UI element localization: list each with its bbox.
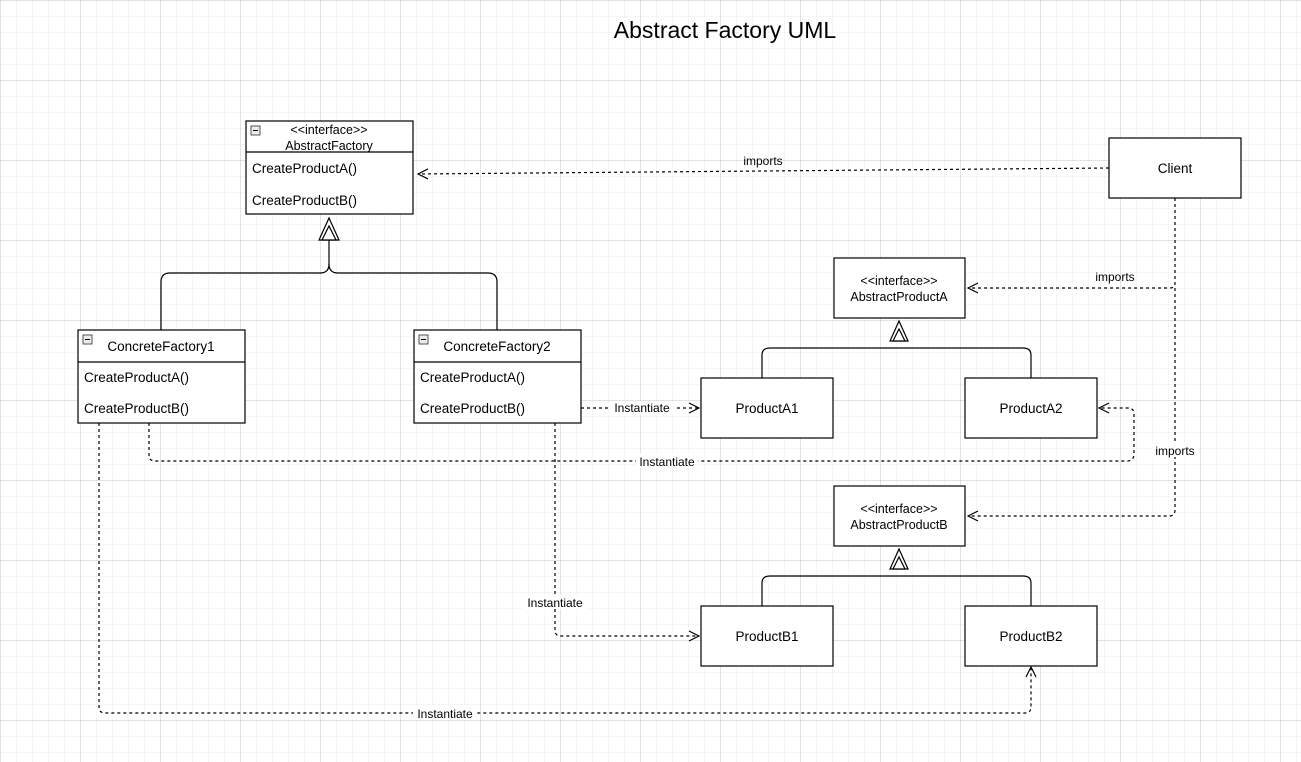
class-abstract-product-b[interactable]: <<interface>> AbstractProductB	[833, 485, 966, 547]
inherit-arrowhead-product-a-inner	[892, 327, 906, 342]
class-client[interactable]: Client	[1108, 137, 1242, 199]
concrete-factory2-method-a[interactable]: CreateProductA()	[420, 370, 525, 385]
diagram-title: Abstract Factory UML	[614, 17, 837, 43]
class-product-a1[interactable]: ProductA1	[700, 377, 834, 439]
class-product-b2[interactable]: ProductB2	[964, 605, 1098, 667]
label-client-imports-product-a: imports	[1095, 270, 1134, 284]
abstract-product-a-stereotype: <<interface>>	[860, 274, 937, 288]
label-cf2-instantiate-b1: Instantiate	[527, 596, 583, 610]
inherit-edge-b2	[900, 575, 1032, 606]
concrete-factory1-method-a[interactable]: CreateProductA()	[84, 370, 189, 385]
inherit-edge-cf1	[160, 240, 330, 330]
class-abstract-factory[interactable]: <<interface>> AbstractFactory CreateProd…	[245, 120, 414, 215]
inherit-arrowhead-product-b-inner	[892, 555, 906, 570]
collapse-icon[interactable]	[82, 334, 93, 345]
product-a2-name: ProductA2	[999, 401, 1062, 416]
edge-client-imports-product-a	[968, 198, 1176, 288]
edge-cf2-instantiate-b1	[554, 423, 699, 636]
product-b1-name: ProductB1	[735, 629, 798, 644]
class-product-a2[interactable]: ProductA2	[964, 377, 1098, 439]
abstract-product-a-name: AbstractProductA	[850, 290, 948, 304]
abstract-product-b-stereotype: <<interface>>	[860, 502, 937, 516]
inherit-edge-b1	[761, 575, 900, 606]
label-client-imports-factory: imports	[743, 154, 782, 168]
class-concrete-factory2[interactable]: ConcreteFactory2 CreateProductA() Create…	[413, 329, 582, 424]
abstract-factory-method-b[interactable]: CreateProductB()	[252, 193, 357, 208]
product-b2-name: ProductB2	[999, 629, 1062, 644]
abstract-factory-method-a[interactable]: CreateProductA()	[252, 161, 357, 176]
inherit-edge-a2	[900, 347, 1032, 378]
collapse-icon[interactable]	[418, 334, 429, 345]
label-client-imports-product-b: imports	[1155, 444, 1194, 458]
concrete-factory2-method-b[interactable]: CreateProductB()	[420, 401, 525, 416]
abstract-factory-stereotype: <<interface>>	[290, 123, 367, 137]
label-cf2-instantiate-a1: Instantiate	[614, 401, 670, 415]
concrete-factory1-method-b[interactable]: CreateProductB()	[84, 401, 189, 416]
label-bg-cf1-a2	[636, 454, 698, 468]
concrete-factory1-name: ConcreteFactory1	[107, 339, 214, 354]
class-concrete-factory1[interactable]: ConcreteFactory1 CreateProductA() Create…	[77, 329, 246, 424]
product-a1-name: ProductA1	[735, 401, 798, 416]
label-bg-cf1-b2	[413, 706, 477, 720]
edge-cf1-instantiate-b2	[98, 423, 1031, 714]
label-cf1-instantiate-a2: Instantiate	[639, 455, 695, 469]
edge-cf1-instantiate-a2	[148, 408, 1135, 462]
abstract-factory-name: AbstractFactory	[285, 139, 373, 153]
label-bg-cf2-b1	[523, 595, 587, 609]
abstract-product-b-name: AbstractProductB	[850, 518, 947, 532]
inherit-edge-a1	[761, 347, 900, 378]
class-product-b1[interactable]: ProductB1	[700, 605, 834, 667]
concrete-factory2-name: ConcreteFactory2	[443, 339, 550, 354]
class-abstract-product-a[interactable]: <<interface>> AbstractProductA	[833, 257, 966, 319]
label-bg-imports-b	[1152, 443, 1198, 457]
edge-client-imports-factory	[418, 167, 1110, 174]
inherit-arrowhead-inner	[321, 224, 337, 241]
label-bg-cf2-a1	[610, 401, 674, 415]
collapse-icon[interactable]	[250, 125, 261, 136]
edge-client-imports-product-b	[968, 288, 1176, 516]
inherit-edge-cf2	[328, 263, 498, 330]
label-cf1-instantiate-b2: Instantiate	[417, 707, 473, 721]
client-name: Client	[1158, 161, 1193, 176]
